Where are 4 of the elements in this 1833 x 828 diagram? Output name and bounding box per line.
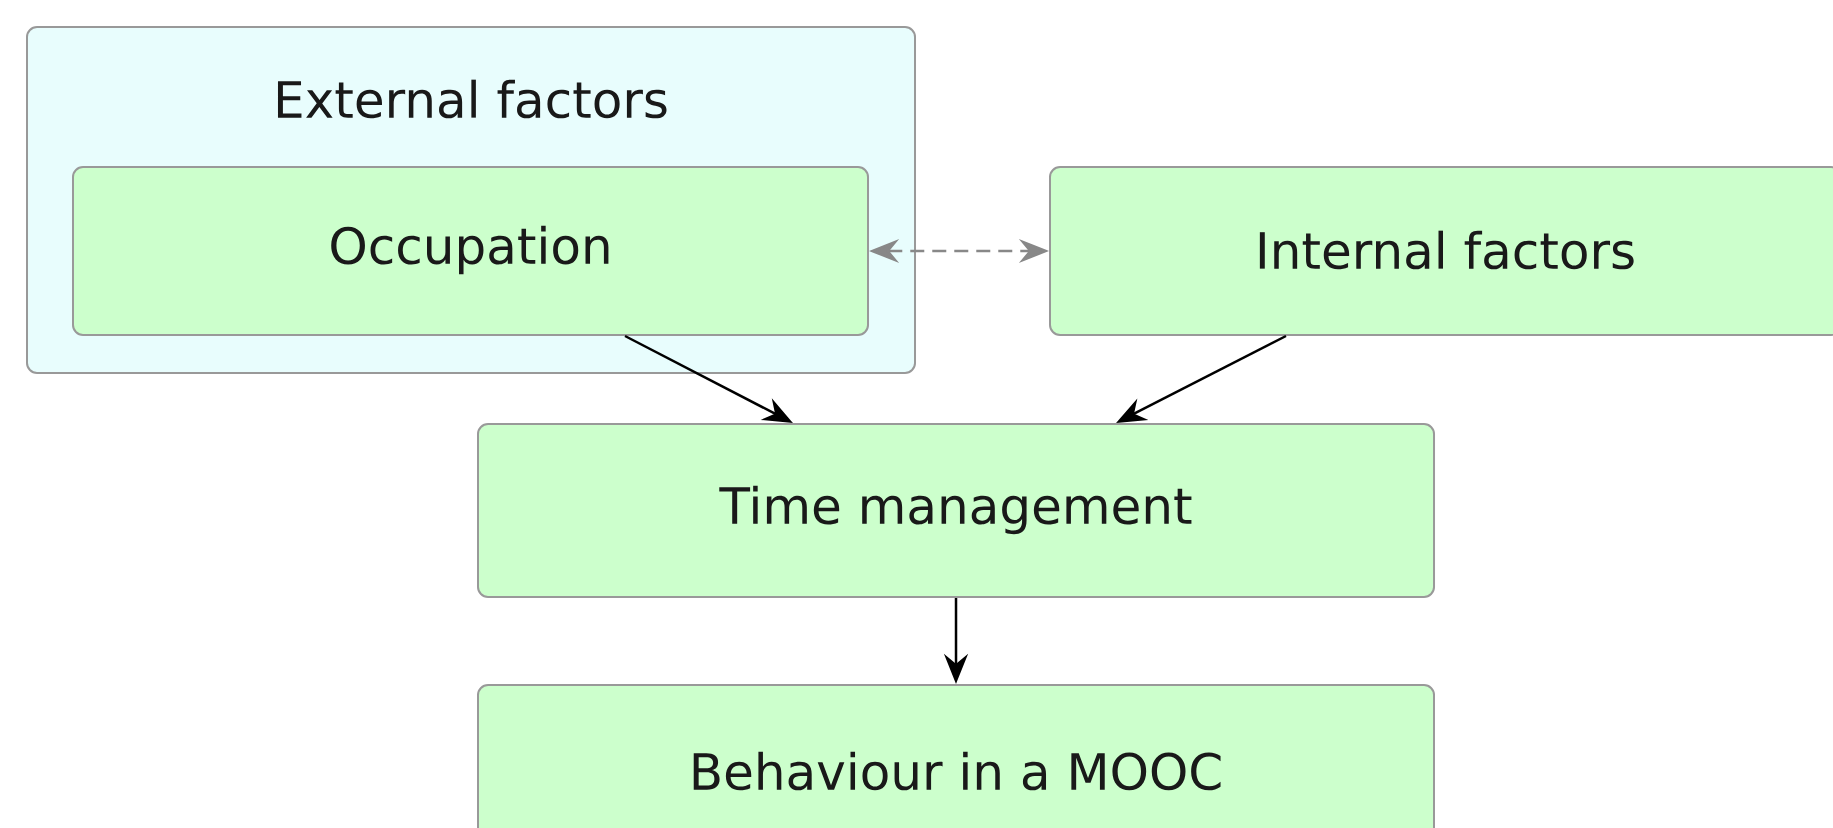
- process-box: Internal factors: [1049, 166, 1833, 336]
- process-box: Occupation: [72, 166, 869, 336]
- process-box: Behaviour in a MOOC: [477, 684, 1435, 828]
- process-box: Time management: [477, 423, 1435, 598]
